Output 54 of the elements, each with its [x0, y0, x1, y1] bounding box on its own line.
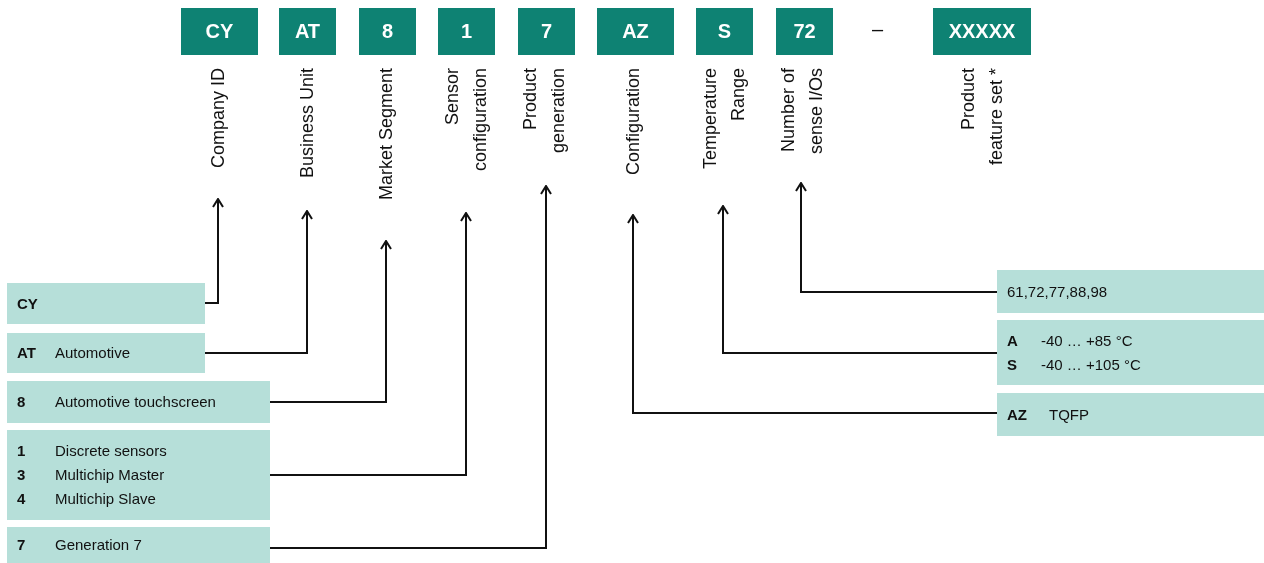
- field-label: Business Unit: [293, 68, 321, 210]
- value-text: Multichip Slave: [55, 489, 156, 509]
- arrow: [269, 212, 472, 476]
- code-label: 4: [17, 489, 27, 509]
- value-text: -40 … +85 °C: [1041, 330, 1133, 351]
- value-panel: [7, 381, 270, 423]
- code-label: S: [1007, 354, 1018, 375]
- field-label: Temperature Range: [696, 68, 754, 205]
- code-segment: CY: [181, 8, 258, 55]
- value-panel: [7, 527, 270, 563]
- code-segment: AT: [279, 8, 336, 55]
- value-panel: [7, 430, 270, 520]
- arrow: [204, 210, 313, 354]
- field-label: Product feature set *: [954, 68, 1012, 180]
- value-panel: [997, 320, 1264, 385]
- arrow: [269, 185, 552, 549]
- code-segment: 8: [359, 8, 416, 55]
- code-label: 1: [17, 441, 27, 461]
- field-label: Market Segment: [372, 68, 400, 240]
- value-panel: [997, 270, 1264, 313]
- value-text: -40 … +105 °C: [1041, 354, 1141, 375]
- separator-dash: –: [872, 18, 884, 41]
- code-label: 7: [17, 535, 27, 555]
- field-label: Configuration: [619, 68, 647, 214]
- value-panel: [7, 333, 205, 373]
- arrow: [717, 205, 998, 354]
- arrow: [269, 240, 392, 403]
- code-label: AZ: [1007, 404, 1028, 425]
- code-label: A: [1007, 330, 1019, 351]
- value-panel: [7, 283, 205, 324]
- code-label: 3: [17, 465, 27, 485]
- code-segment: S: [696, 8, 753, 55]
- value-text: Automotive touchscreen: [55, 392, 216, 412]
- code-segment: AZ: [597, 8, 674, 55]
- code-segment: 7: [518, 8, 575, 55]
- arrow: [627, 214, 998, 414]
- arrow: [795, 182, 998, 293]
- value-text: TQFP: [1049, 404, 1089, 425]
- value-text: 61,72,77,88,98: [1007, 281, 1108, 302]
- code-segment: XXXXX: [933, 8, 1031, 55]
- code-label: CY: [17, 293, 39, 314]
- field-label: Number of sense I/Os: [774, 68, 832, 182]
- code-segment: 72: [776, 8, 833, 55]
- field-label: Sensor configuration: [438, 68, 496, 212]
- field-label: Company ID: [204, 68, 232, 198]
- code-label: AT: [17, 343, 37, 363]
- value-text: Multichip Master: [55, 465, 165, 485]
- value-text: Discrete sensors: [55, 441, 167, 461]
- value-text: Automotive: [55, 343, 131, 363]
- value-text: Generation 7: [55, 535, 142, 555]
- code-label: 8: [17, 392, 27, 412]
- value-panel: [997, 393, 1264, 436]
- arrow: [204, 198, 224, 304]
- code-segment: 1: [438, 8, 495, 55]
